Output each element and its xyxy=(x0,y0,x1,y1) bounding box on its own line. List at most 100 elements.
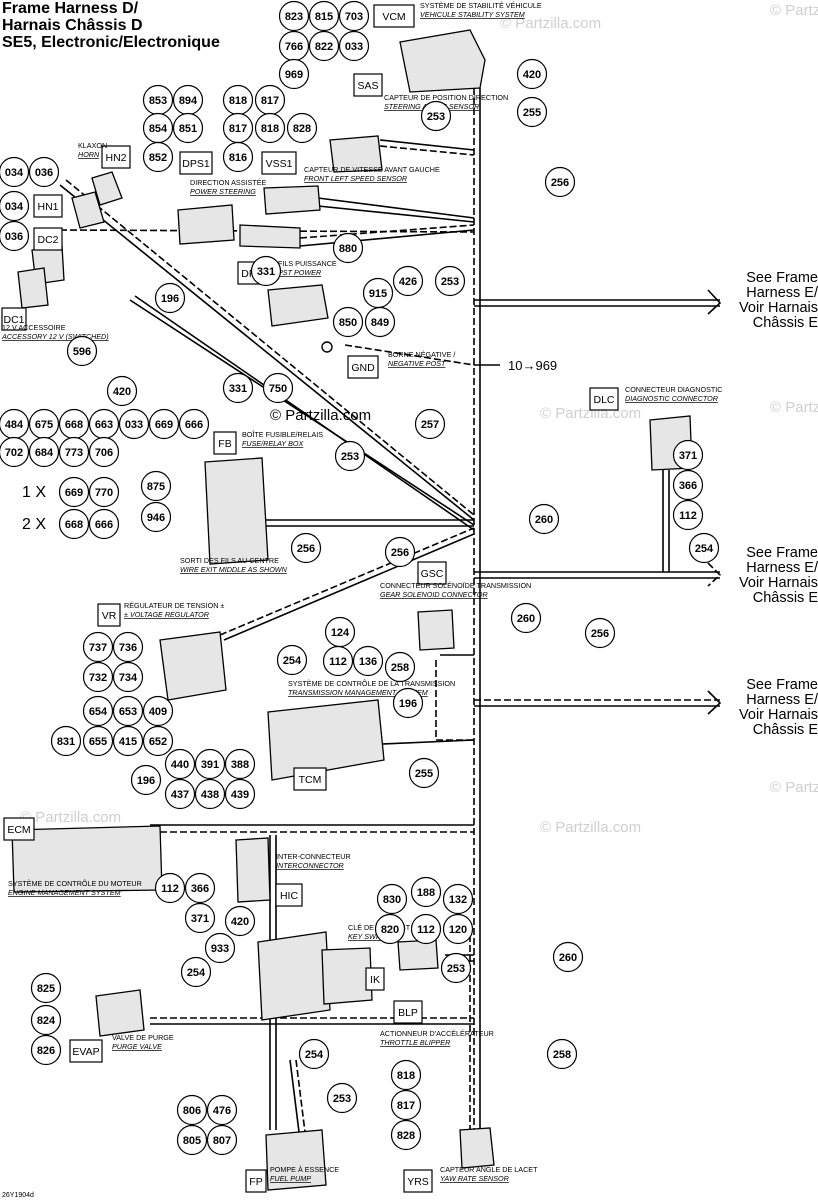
part-number-bubble: 112 xyxy=(154,872,186,904)
svg-text:849: 849 xyxy=(371,317,389,329)
svg-text:653: 653 xyxy=(119,706,137,718)
svg-text:652: 652 xyxy=(149,736,167,748)
watermark-text: © Partzilla.com xyxy=(540,819,641,836)
svg-text:806: 806 xyxy=(183,1105,201,1117)
svg-text:654: 654 xyxy=(89,706,108,718)
part-number-bubble: 439 xyxy=(224,778,256,810)
part-number-bubble: 256 xyxy=(384,536,416,568)
part-number-bubble: 438 xyxy=(194,778,226,810)
part-number-bubble: 684 xyxy=(28,436,60,468)
svg-text:770: 770 xyxy=(95,487,113,499)
svg-text:420: 420 xyxy=(113,386,131,398)
svg-text:136: 136 xyxy=(359,656,377,668)
svg-text:NEGATIVE POST: NEGATIVE POST xyxy=(388,359,446,368)
svg-text:INTERCONNECTOR: INTERCONNECTOR xyxy=(276,861,344,870)
harness-wire xyxy=(379,139,475,151)
part-number-bubble: 196 xyxy=(392,687,424,719)
part-number-bubble: 830 xyxy=(376,883,408,915)
component-code-ik: IK xyxy=(365,967,385,991)
svg-text:331: 331 xyxy=(257,266,275,278)
svg-text:124: 124 xyxy=(331,627,350,639)
svg-text:817: 817 xyxy=(229,123,247,135)
svg-text:254: 254 xyxy=(305,1049,324,1061)
svg-text:822: 822 xyxy=(315,41,333,53)
part-number-bubble: 770 xyxy=(88,476,120,508)
part-number-bubble: 254 xyxy=(276,644,308,676)
part-number-bubble: 817 xyxy=(222,112,254,144)
svg-text:438: 438 xyxy=(201,789,219,801)
svg-text:HORN: HORN xyxy=(78,150,100,159)
svg-text:750: 750 xyxy=(269,383,287,395)
svg-text:VALVE DE PURGE: VALVE DE PURGE xyxy=(112,1033,174,1042)
svg-text:737: 737 xyxy=(89,642,107,654)
component-code-gnd: GND xyxy=(347,355,379,379)
svg-text:260: 260 xyxy=(517,613,535,625)
svg-text:CONNECTEUR DIAGNOSTIC: CONNECTEUR DIAGNOSTIC xyxy=(625,385,722,394)
svg-text:196: 196 xyxy=(137,775,155,787)
harness-wire xyxy=(65,179,475,516)
svg-text:702: 702 xyxy=(5,447,23,459)
svg-text:GSC: GSC xyxy=(421,568,444,580)
svg-text:120: 120 xyxy=(449,924,467,936)
harness-wire xyxy=(317,205,475,223)
part-number-bubble: 420 xyxy=(224,905,256,937)
part-number-bubble: 666 xyxy=(178,408,210,440)
component-code-vr: VR xyxy=(97,603,121,627)
part-number-bubble: 034 xyxy=(0,156,30,188)
part-number-bubble: 805 xyxy=(176,1124,208,1156)
svg-text:256: 256 xyxy=(591,628,609,640)
svg-text:254: 254 xyxy=(283,655,302,667)
harness-wire xyxy=(317,197,475,219)
component-code-yrs: YRS xyxy=(403,1169,433,1193)
part-number-bubble: 254 xyxy=(688,532,720,564)
component-code-gsc: GSC xyxy=(417,561,447,585)
svg-text:GEAR SOLENOID CONNECTOR: GEAR SOLENOID CONNECTOR xyxy=(380,590,488,599)
part-number-bubble: 366 xyxy=(672,469,704,501)
part-number-bubble: 849 xyxy=(364,306,396,338)
watermark-text: © Partzilla.com xyxy=(20,809,121,826)
part-number-bubble: 256 xyxy=(290,532,322,564)
component-label-gnd: BORNE NÉGATIVE /NEGATIVE POST xyxy=(388,350,455,368)
part-number-bubble: 894 xyxy=(172,84,204,116)
component-label-vr: RÉGULATEUR DE TENSION ±± VOLTAGE REGULAT… xyxy=(124,601,224,619)
svg-text:815: 815 xyxy=(315,11,333,23)
title-line-3: SE5, Electronic/Electronique xyxy=(2,34,220,51)
svg-text:366: 366 xyxy=(679,480,697,492)
svg-text:256: 256 xyxy=(551,177,569,189)
part-number-bubble: 260 xyxy=(528,503,560,535)
harness-wire xyxy=(223,533,475,641)
svg-text:BOÎTE FUSIBLE/RELAIS: BOÎTE FUSIBLE/RELAIS xyxy=(242,430,323,439)
svg-text:12 V ACCESSOIRE: 12 V ACCESSOIRE xyxy=(2,323,66,332)
svg-text:DPS1: DPS1 xyxy=(182,158,210,170)
svg-text:254: 254 xyxy=(695,543,714,555)
component-code-dps1: DPS1 xyxy=(179,151,213,175)
svg-text:391: 391 xyxy=(201,759,219,771)
part-number-bubble: 257 xyxy=(414,408,446,440)
svg-text:ACTIONNEUR D'ACCÉLÉRATEUR: ACTIONNEUR D'ACCÉLÉRATEUR xyxy=(380,1029,494,1038)
svg-text:RÉGULATEUR DE TENSION ±: RÉGULATEUR DE TENSION ± xyxy=(124,601,224,610)
component-code-fb: FB xyxy=(213,431,237,455)
part-number-bubble: 253 xyxy=(434,265,466,297)
part-number-bubble: 036 xyxy=(28,156,60,188)
svg-text:THROTTLE BLIPPER: THROTTLE BLIPPER xyxy=(380,1038,450,1047)
svg-text:260: 260 xyxy=(535,514,553,526)
svg-text:253: 253 xyxy=(341,451,359,463)
watermark-text: © Partzilla.com xyxy=(500,15,601,32)
svg-text:CAPTEUR ANGLE DE LACET: CAPTEUR ANGLE DE LACET xyxy=(440,1165,538,1174)
part-number-bubble: 828 xyxy=(390,1119,422,1151)
part-number-bubble: 256 xyxy=(544,166,576,198)
svg-text:440: 440 xyxy=(171,759,189,771)
component-drawings xyxy=(11,29,693,1191)
gsc-connector xyxy=(417,609,455,651)
svg-text:KEY SWITCH: KEY SWITCH xyxy=(348,932,393,941)
svg-text:258: 258 xyxy=(391,662,409,674)
svg-text:331: 331 xyxy=(229,383,247,395)
svg-text:817: 817 xyxy=(397,1100,415,1112)
svg-text:825: 825 xyxy=(37,983,55,995)
